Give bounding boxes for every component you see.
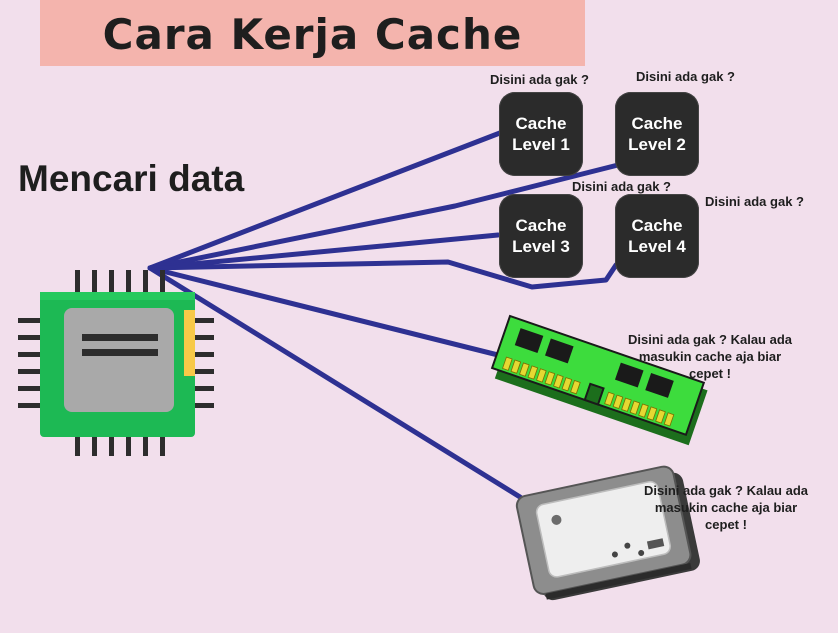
hdd-note-line: cepet !	[705, 517, 747, 532]
connector-cache-3	[147, 232, 501, 271]
cache-level-3-box: Cache Level 3	[499, 194, 583, 278]
cache-4-question: Disini ada gak ?	[705, 194, 804, 209]
cache-label-line2: Level 2	[628, 135, 686, 154]
cache-level-4-box: Cache Level 4	[615, 194, 699, 278]
cache-label-line2: Level 1	[512, 135, 570, 154]
ram-note-line: cepet !	[689, 366, 731, 381]
connector-hdd	[147, 265, 523, 500]
hdd-note-line: Disini ada gak ? Kalau ada	[644, 483, 808, 498]
ram-note-line: Disini ada gak ? Kalau ada	[628, 332, 792, 347]
cache-label-line2: Level 3	[512, 237, 570, 256]
cache-label-line1: Cache	[515, 216, 567, 235]
hdd-note: Disini ada gak ? Kalau ada masukin cache…	[622, 482, 830, 533]
hdd-note-line: masukin cache aja biar	[654, 500, 798, 515]
subtitle: Mencari data	[18, 158, 245, 199]
ram-module-icon	[490, 314, 708, 446]
hard-drive-icon	[515, 465, 700, 601]
connector-cache-2	[147, 161, 625, 271]
connector-lines	[147, 128, 625, 500]
cache-2-question: Disini ada gak ?	[636, 69, 735, 84]
connector-cache-1	[147, 128, 508, 271]
cpu-chip-icon	[18, 270, 214, 456]
title-banner: Cara Kerja Cache	[40, 0, 585, 66]
cache-label-line1: Cache	[515, 114, 567, 133]
cache-label-line1: Cache	[631, 216, 683, 235]
cache-1-question: Disini ada gak ?	[490, 72, 589, 87]
cache-level-1-box: Cache Level 1	[499, 92, 583, 176]
ram-note-line: masukin cache aja biar	[638, 349, 782, 364]
connector-cache-4	[147, 259, 619, 290]
cache-label-line2: Level 4	[628, 237, 686, 256]
connector-ram	[147, 265, 513, 361]
cpu-pins	[18, 270, 214, 456]
cache-level-2-box: Cache Level 2	[615, 92, 699, 176]
cache-label-line1: Cache	[631, 114, 683, 133]
page-title: Cara Kerja Cache	[102, 9, 523, 59]
ram-note: Disini ada gak ? Kalau ada masukin cache…	[606, 331, 814, 382]
cache-3-question: Disini ada gak ?	[572, 179, 671, 194]
